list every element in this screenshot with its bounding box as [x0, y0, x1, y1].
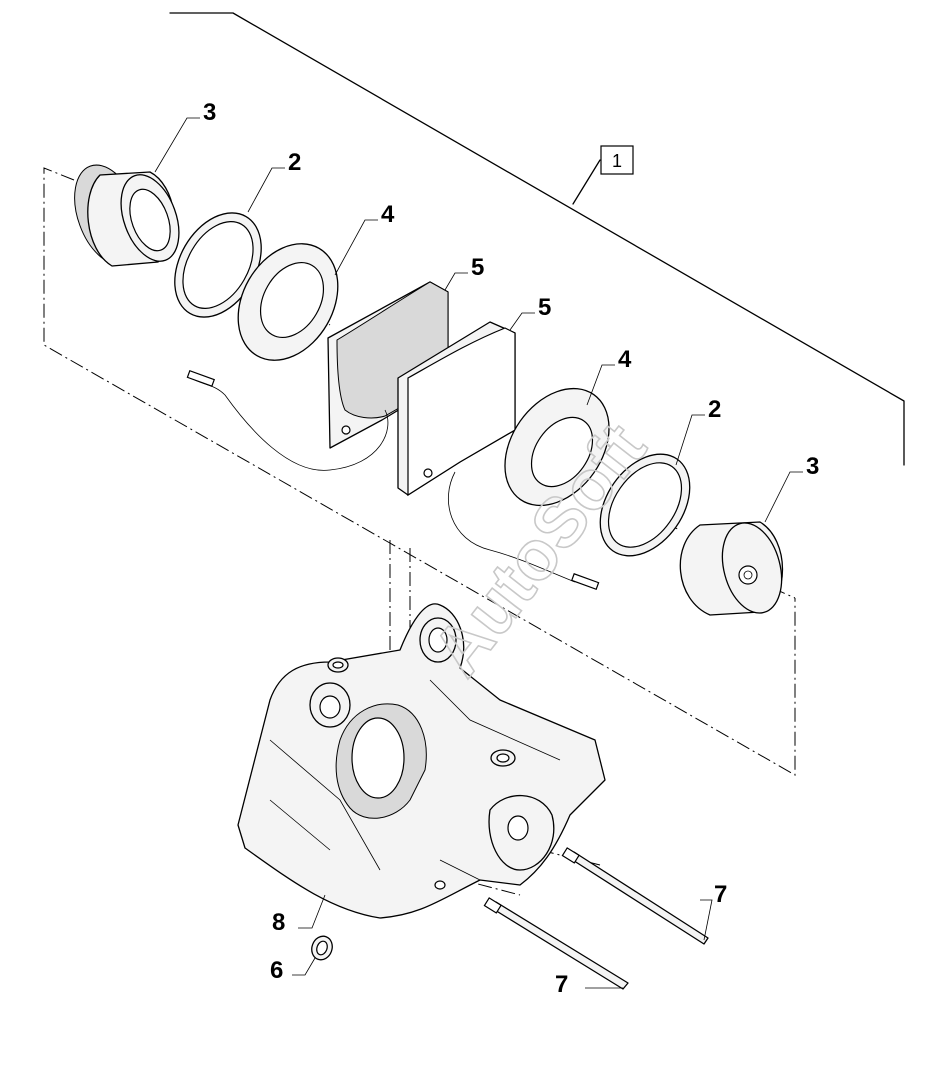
callout-seal-lower: 2 [708, 396, 721, 423]
callout-seal-top: 2 [288, 149, 301, 176]
callout-pad-back: 5 [471, 254, 484, 281]
assembly-ref-box [600, 145, 634, 175]
callout-labels: 3 2 4 5 5 4 2 3 7 7 8 6 [203, 99, 819, 998]
dust-boot-top [237, 243, 339, 361]
callout-washer: 6 [270, 957, 283, 984]
callout-housing: 8 [272, 909, 285, 936]
callout-piston-lower: 3 [806, 453, 819, 480]
dust-boot-lower [504, 387, 610, 507]
piston-lower [679, 521, 784, 616]
assembly-ref-label: 1 [612, 151, 622, 171]
assembly-bracket: 1 [169, 12, 905, 466]
callout-pin-lower: 7 [555, 971, 568, 998]
seal-lower [599, 453, 691, 557]
seal-top [174, 212, 262, 318]
callout-boot-lower: 4 [618, 346, 632, 373]
callout-pad-front: 5 [538, 294, 551, 321]
brake-pad-front [397, 321, 600, 591]
guide-pin-upper [561, 847, 709, 945]
washer [311, 935, 333, 961]
callout-pin-upper: 7 [714, 881, 727, 908]
leader-lines [154, 117, 803, 989]
callout-piston-top: 3 [203, 99, 216, 126]
piston-top [74, 164, 180, 267]
caliper-housing [237, 603, 606, 919]
callout-boot-top: 4 [381, 201, 395, 228]
guide-pin-lower [483, 897, 629, 990]
